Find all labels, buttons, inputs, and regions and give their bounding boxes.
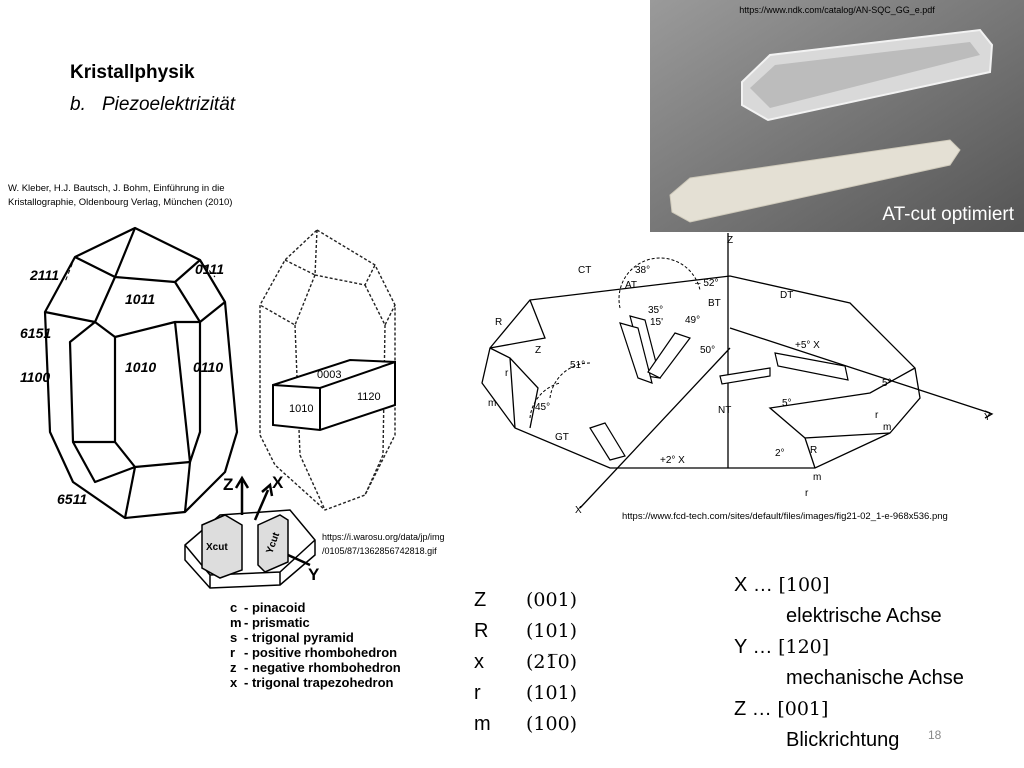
crystal-face-legend: c- pinacoid m- prismatic s- trigonal pyr… [230, 600, 401, 690]
label-r-upper: R [495, 317, 502, 328]
axis-y-name: mechanische Achse [786, 667, 964, 689]
face-label-6511: 6511 [57, 491, 87, 507]
book-reference: W. Kleber, H.J. Bautsch, J. Bohm, Einfüh… [8, 182, 288, 210]
legend-row: c- pinacoid [230, 600, 306, 615]
face-index-row: m(100) [474, 713, 578, 735]
photo-caption: AT-cut optimiert [882, 204, 1014, 225]
axis-x-row: X … [100] [734, 574, 830, 596]
face-label-0110: 0110 [193, 359, 223, 375]
angle-45: 45° [535, 402, 550, 413]
face-label-1011: 1011 [125, 291, 155, 307]
face-label-1100: 1100 [20, 369, 50, 385]
label-at: AT [625, 280, 637, 291]
warosu-url-line-1: https://i.warosu.org/data/jp/img [322, 532, 445, 542]
legend-row: x- trigonal trapezohedron [230, 675, 394, 690]
legend-row: m- prismatic [230, 615, 310, 630]
label-gt: GT [555, 432, 569, 443]
crystal-morphology-drawing: 2111 0111 1011 6151 1010 0110 1100 6511 [20, 226, 239, 520]
angle-5-center: 5° [782, 398, 792, 409]
diagram-axis-x: X [575, 505, 582, 516]
page-number: 18 [928, 728, 942, 742]
quartz-cuts-diagram: Z CT AT BT DT R Z r m GT NT X Y R m r m … [481, 233, 994, 516]
label-z-face: Z [535, 345, 541, 356]
block-label-0003: 0003 [317, 369, 341, 381]
label-bt: BT [708, 298, 721, 309]
quartz-photo-drawing [650, 0, 1024, 232]
angle-38: 38° [635, 265, 650, 276]
label-m-bottom: m [813, 472, 821, 483]
cut-axis-z: Z [223, 475, 233, 494]
quartz-photo: AT-cut optimiert [650, 0, 1024, 232]
label-m-left: m [488, 398, 496, 409]
cut-axis-y: Y [308, 565, 320, 584]
face-label-2111: 2111 [29, 267, 59, 283]
angle-49: 49° [685, 315, 700, 326]
label-r-small: r [505, 368, 509, 379]
book-reference-line-2: Kristallographie, Oldenbourg Verlag, Mün… [8, 197, 233, 208]
face-index-row: r(101) [474, 682, 578, 704]
warosu-source-url: https://i.warosu.org/data/jp/img /0105/8… [322, 530, 445, 558]
angle-minus-52: – 52° [695, 278, 718, 289]
slide-subtitle: b. Piezoelektrizität [70, 94, 235, 116]
legend-row: s- trigonal pyramid [230, 630, 354, 645]
warosu-url-line-2: /0105/87/1362856742818.gif [322, 546, 437, 556]
label-nt: NT [718, 405, 731, 416]
label-r-lower: R [810, 445, 817, 456]
fcd-source-url: https://www.fcd-tech.com/sites/default/f… [622, 511, 948, 522]
slide-title: Kristallphysik [70, 62, 195, 83]
legend-row: z- negative rhombohedron [230, 660, 401, 675]
subtitle-text: Piezoelektrizität [102, 94, 236, 115]
diagram-axis-z: Z [727, 235, 733, 246]
xcut-label: Xcut [206, 542, 228, 553]
book-reference-line-1: W. Kleber, H.J. Bautsch, J. Bohm, Einfüh… [8, 183, 225, 194]
angle-15-minutes: 15' [650, 317, 663, 328]
face-index-list: Z(001) R(101) x(21̅0) r(101) m(100) [474, 585, 577, 740]
axis-y-row: Y … [120] [734, 636, 830, 658]
face-label-6151: 6151 [20, 325, 51, 341]
angle-2: 2° [775, 448, 785, 459]
label-r-bottom: r [805, 488, 809, 499]
face-index-row: x(21̅0) [474, 651, 578, 673]
label-dt: DT [780, 290, 793, 301]
axis-x-name: elektrische Achse [786, 605, 942, 627]
face-index-row: Z(001) [474, 589, 578, 611]
angle-51: 51° [570, 360, 585, 371]
block-label-1010: 1010 [289, 403, 313, 415]
label-plus-2-x: +2° X [660, 455, 685, 466]
label-plus-5-x: +5° X [795, 340, 820, 351]
angle-5-right: 5° [882, 378, 892, 389]
block-label-1120: 1120 [357, 391, 381, 403]
face-label-1010: 1010 [125, 359, 156, 375]
diagram-axis-y: Y [984, 412, 991, 423]
axes-description: X … [100] elektrische Achse Y … [120] me… [734, 570, 964, 756]
x-y-cut-diagram: Z X Y Xcut Ycut [184, 473, 320, 589]
label-ct: CT [578, 265, 591, 276]
cut-axis-x: X [272, 473, 284, 492]
face-label-0111: 0111 [195, 261, 224, 277]
crystal-with-cut-block-drawing: 0003 1010 1120 [259, 229, 396, 511]
subtitle-number: b. [70, 94, 86, 115]
axis-z-row: Z … [001] [734, 698, 829, 720]
legend-row: r- positive rhombohedron [230, 645, 398, 660]
angle-50: 50° [700, 345, 715, 356]
ndk-source-url: https://www.ndk.com/catalog/AN-SQC_GG_e.… [739, 5, 935, 15]
label-r-right: r [875, 410, 879, 421]
label-m-right: m [883, 422, 891, 433]
axis-z-name: Blickrichtung [786, 729, 900, 751]
angle-35: 35° [648, 305, 663, 316]
face-index-row: R(101) [474, 620, 578, 642]
